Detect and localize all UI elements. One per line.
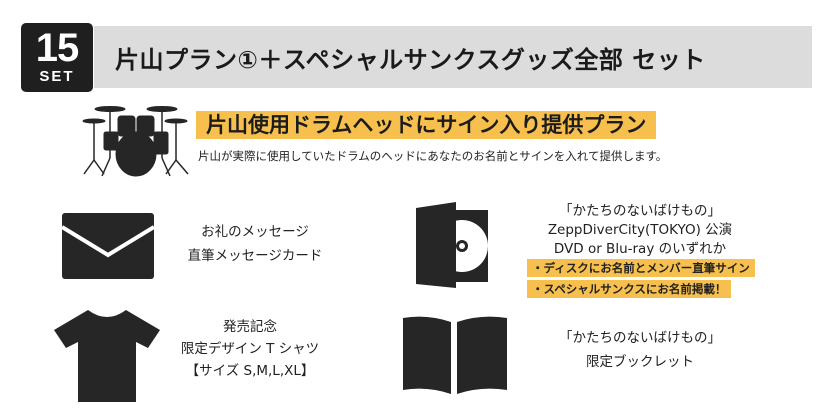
- item-booklet-text: 「かたちのないばけもの」 限定ブックレット: [520, 327, 760, 373]
- item-tshirt-text: 発売記念 限定デザイン T シャツ 【サイズ S,M,L,XL】: [170, 316, 330, 382]
- set-number-badge: 15 SET: [21, 23, 93, 92]
- plan-description: 片山が実際に使用していたドラムのヘッドにあなたのお名前とサインを入れて提供します…: [198, 149, 668, 163]
- dvd-highlights: ・ディスクにお名前とメンバー直筆サイン ・スペシャルサンクスにお名前掲載！: [527, 256, 755, 298]
- item-line: 限定デザイン T シャツ: [180, 341, 320, 357]
- item-line: 【サイズ S,M,L,XL】: [185, 363, 315, 379]
- tshirt-icon: [54, 310, 160, 402]
- plan-title: 片山使用ドラムヘッドにサイン入り提供プラン: [196, 111, 657, 139]
- item-dvd-text: 「かたちのないばけもの」 ZeppDiverCity(TOKYO) 公演 DVD…: [520, 202, 760, 259]
- highlight-special-thanks: ・スペシャルサンクスにお名前掲載！: [527, 280, 732, 298]
- item-line: 「かたちのないばけもの」: [559, 203, 721, 219]
- dvd-case-icon: [416, 202, 488, 288]
- page-title: 片山プラン①＋スペシャルサンクスグッズ全部 セット: [115, 46, 706, 74]
- item-line: DVD or Blu-ray のいずれか: [553, 241, 727, 257]
- booklet-icon: [403, 316, 507, 394]
- badge-label: SET: [39, 68, 75, 85]
- badge-number: 15: [35, 26, 80, 70]
- envelope-icon: [62, 213, 154, 279]
- item-line: 「かたちのないばけもの」: [559, 330, 721, 346]
- item-line: 限定ブックレット: [586, 354, 694, 370]
- item-line: 直筆メッセージカード: [187, 248, 323, 264]
- item-message-card-text: お礼のメッセージ 直筆メッセージカード: [160, 221, 350, 267]
- drum-kit-icon: [82, 106, 189, 177]
- highlight-signature: ・ディスクにお名前とメンバー直筆サイン: [527, 259, 755, 277]
- item-line: 発売記念: [223, 319, 277, 335]
- item-line: お礼のメッセージ: [201, 224, 309, 240]
- header-bar: [94, 26, 812, 88]
- item-line: ZeppDiverCity(TOKYO) 公演: [547, 222, 733, 238]
